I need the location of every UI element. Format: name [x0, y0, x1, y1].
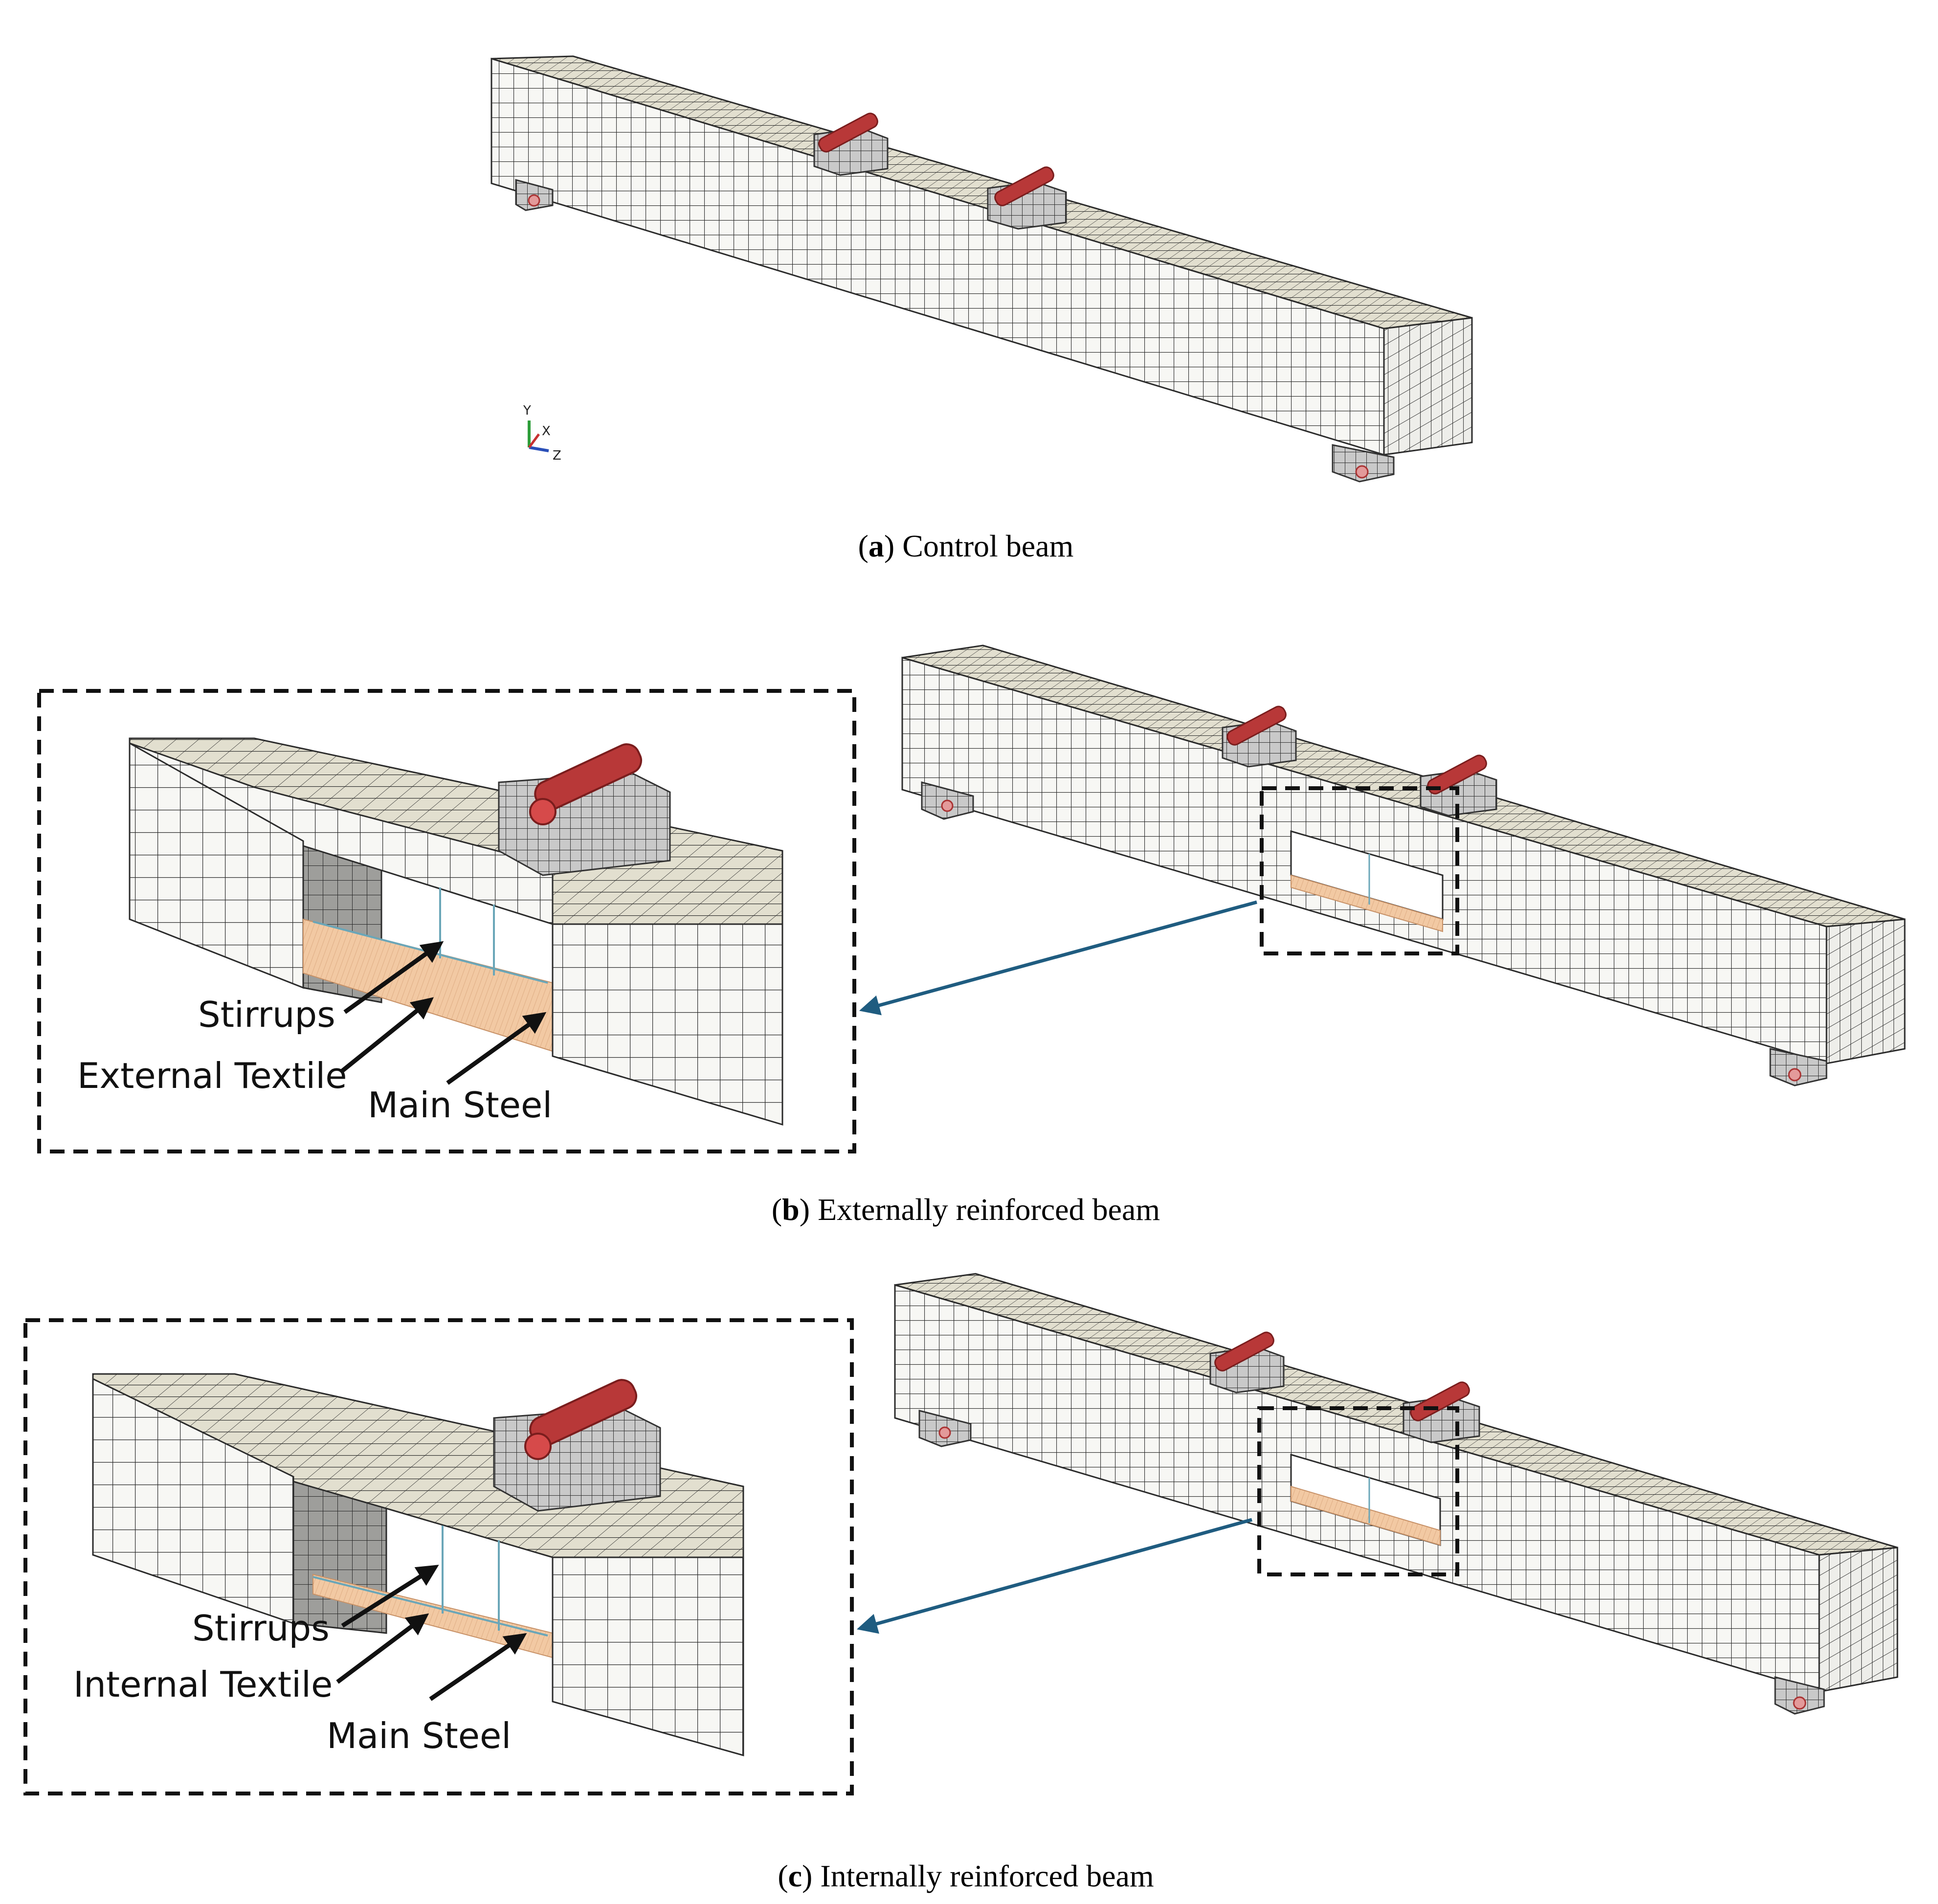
panel-b: Stirrups External Textile Main Steel (b)…	[37, 644, 1906, 1227]
callout-arrow	[429, 1633, 527, 1701]
inset-load-plate	[498, 743, 671, 876]
axis-z-label: Z	[553, 448, 561, 463]
external-beam	[901, 644, 1906, 1086]
caption-c-text: Internally reinforced beam	[820, 1859, 1154, 1893]
panel-letter-c: c	[788, 1859, 802, 1893]
right-support	[1769, 1048, 1827, 1086]
internal-textile-patch	[1291, 1485, 1441, 1546]
load-roller	[994, 166, 1054, 206]
axis-triad: Y X Z	[523, 403, 561, 463]
load-plate-2	[987, 166, 1067, 230]
axis-x-label: X	[542, 424, 551, 439]
panel-a: Y X Z (a) Control beam	[490, 55, 1473, 563]
load-plate-1	[1209, 1331, 1285, 1394]
load-plate-2	[1403, 1381, 1480, 1443]
zoom-pointer-arrow	[859, 900, 1257, 1016]
callout-arrow	[343, 941, 444, 1014]
callout-main-steel: Main Steel	[368, 1085, 552, 1126]
callout-arrow	[341, 1565, 439, 1628]
external-textile-patch	[1291, 874, 1443, 932]
caption-a: (a) Control beam	[858, 529, 1074, 563]
panel-letter-a: a	[869, 529, 884, 563]
load-roller	[1410, 1381, 1470, 1421]
inset-b: Stirrups External Textile Main Steel	[37, 689, 856, 1153]
load-roller	[818, 112, 878, 153]
panel-c: Stirrups Internal Textile Main Steel (c)…	[23, 1273, 1898, 1893]
control-beam	[490, 55, 1473, 483]
beam-end-face	[1826, 918, 1906, 1064]
callout-arrow	[446, 1012, 547, 1085]
callout-internal-textile: Internal Textile	[73, 1664, 333, 1705]
inset-c: Stirrups Internal Textile Main Steel	[23, 1318, 854, 1795]
zoom-region-box	[1257, 1406, 1459, 1576]
support-pin-icon	[1788, 1068, 1802, 1082]
load-plate-1	[813, 112, 889, 176]
callout-main-steel: Main Steel	[327, 1715, 511, 1756]
callout-arrow	[336, 1613, 429, 1684]
left-support	[515, 179, 554, 211]
caption-b-text: Externally reinforced beam	[818, 1192, 1160, 1227]
load-roller	[1214, 1331, 1274, 1372]
caption-b: (b) Externally reinforced beam	[772, 1192, 1160, 1227]
panel-letter-b: b	[782, 1192, 800, 1227]
left-support	[918, 1410, 972, 1447]
callout-external-textile: External Textile	[77, 1055, 347, 1096]
callout-arrow	[341, 997, 434, 1073]
load-roller	[1226, 706, 1287, 746]
right-support	[1774, 1676, 1825, 1715]
zoom-region-box	[1260, 786, 1459, 955]
support-pin-icon	[941, 799, 954, 812]
inset-main-steel	[312, 1576, 548, 1637]
support-pin-icon	[1793, 1696, 1806, 1710]
zoom-pointer-arrow	[856, 1518, 1252, 1634]
beam-end-face	[1383, 317, 1473, 456]
axis-y-label: Y	[523, 403, 531, 418]
caption-a-text: Control beam	[902, 529, 1073, 563]
inset-load-plate	[493, 1379, 661, 1512]
right-support	[1332, 444, 1395, 483]
callout-stirrups: Stirrups	[192, 1608, 330, 1649]
roller-end-icon	[524, 1433, 552, 1460]
support-pin-icon	[938, 1426, 951, 1439]
load-plate-1	[1222, 706, 1297, 768]
roller-end-icon	[529, 798, 557, 825]
internal-beam	[894, 1273, 1898, 1715]
beam-end-face	[1818, 1547, 1898, 1693]
support-pin-icon	[528, 194, 540, 207]
left-support	[921, 781, 974, 820]
inset-right-wall	[552, 1556, 744, 1756]
inset-right-wall	[552, 923, 783, 1126]
callout-stirrups: Stirrups	[198, 994, 335, 1035]
support-pin-icon	[1355, 465, 1369, 479]
caption-c: (c) Internally reinforced beam	[778, 1859, 1154, 1893]
